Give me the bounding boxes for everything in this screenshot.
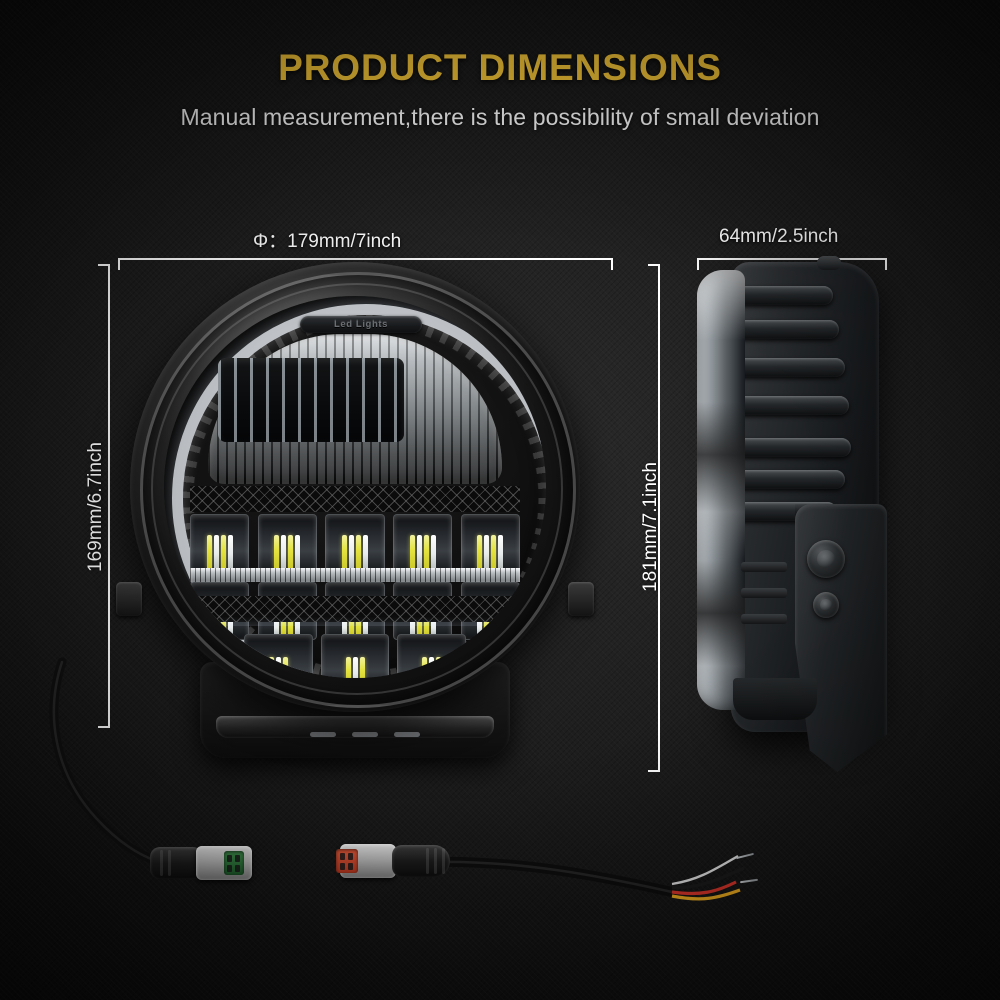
side-slat [741,588,787,598]
brand-badge: Led Lights [300,316,422,333]
side-top-cap [817,256,841,270]
led-cell [392,514,453,576]
led-cell [325,514,385,576]
mesh-band-upper [190,486,520,512]
led-row-1 [190,514,520,576]
heat-fin [739,438,851,457]
bracket-bar [118,258,613,260]
page-title: PRODUCT DIMENSIONS [278,47,722,88]
page-subtitle: Manual measurement,there is the possibil… [180,104,820,130]
dimension-label-front-width: Φ：179mm/7inch [253,231,402,252]
side-slat [741,562,787,572]
dimension-label-side-width: 64mm/2.5inch [719,226,839,247]
cable-harness [425,856,677,897]
led-cell [460,514,520,576]
mount-lug-left [116,582,142,616]
side-slat [741,614,787,624]
upper-reflector-inner [218,358,404,442]
connector-insert-orange [336,849,358,873]
brand-badge-text: Led Lights [333,319,389,330]
bracket-bolt-small [813,592,839,618]
mid-clear-strip [190,568,520,582]
mount-lug-right [568,582,594,616]
wire-white [671,854,739,886]
bracket-tick-right [611,258,613,270]
connector-boot [392,845,450,877]
connector-insert-green [224,851,244,875]
heat-fin [739,470,845,489]
bracket-bolt-large [807,540,845,578]
cable-lamp [49,657,201,871]
led-cell [190,514,250,576]
lamp-lens: Led Lights [164,296,546,678]
led-cell [257,514,318,576]
mesh-band-lower [190,596,520,622]
bracket-tick-top [648,264,660,266]
wiring-harness [0,640,1000,940]
bracket-bar [697,258,887,260]
harness-cables [49,657,745,901]
bracket-tick-top [98,264,110,266]
